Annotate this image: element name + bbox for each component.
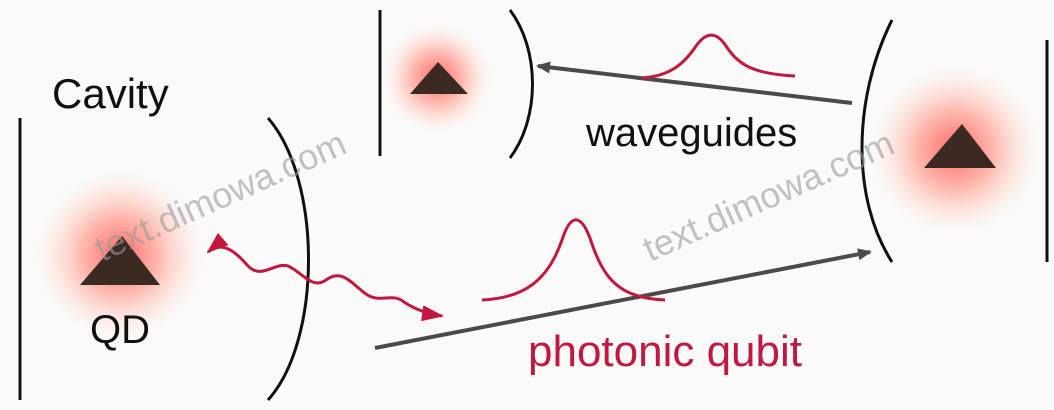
top-cavity [378, 9, 534, 159]
photon-wavepacket-upper [641, 33, 796, 80]
right-cavity-curved-mirror [860, 19, 894, 263]
waveguide-arrow-lower [374, 248, 872, 350]
qd-label: QD [90, 308, 150, 352]
photon-wavepacket-lower [481, 218, 666, 302]
photon-emission-wavy-arrow [206, 232, 444, 322]
qd-triangle-top [410, 62, 468, 94]
top-cavity-curved-mirror [508, 9, 534, 159]
right-cavity [860, 19, 1049, 263]
waveguide-arrow-upper [536, 61, 853, 105]
left-cavity [18, 117, 310, 402]
qd-triangle-right [924, 124, 996, 168]
cavity-label: Cavity [52, 70, 169, 117]
waveguides-label: waveguides [585, 111, 797, 155]
photonic-qubit-label: photonic qubit [528, 327, 802, 376]
qd-triangle-left [80, 236, 160, 285]
